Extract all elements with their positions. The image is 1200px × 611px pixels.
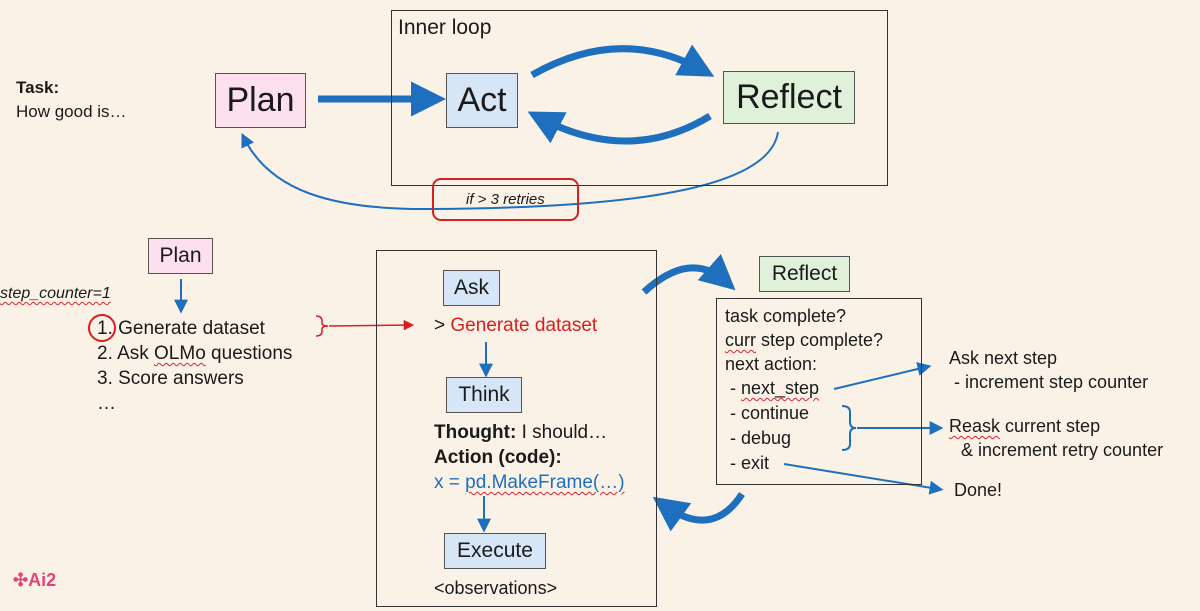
outcome-next-step: Ask next step — [949, 348, 1058, 368]
step-ellipsis: … — [97, 393, 116, 414]
outcome-next-step-detail: - increment step counter — [949, 372, 1149, 392]
reflect-box-bottom: Reflect — [759, 256, 850, 292]
action-label: Action (code): — [434, 447, 562, 468]
task-text: How good is… — [16, 102, 127, 121]
step-3: 3. Score answers — [97, 368, 244, 389]
arrow-act-to-reflect — [530, 44, 715, 79]
reflect-line-5: - continue — [725, 403, 810, 423]
inner-loop-frame — [391, 10, 888, 186]
retry-highlight — [432, 178, 579, 221]
outcome-done: Done! — [954, 480, 1003, 500]
ai2-logo: ✣Ai2 — [13, 570, 57, 590]
action-code: x = pd.MakeFrame(…) — [434, 472, 625, 493]
plan-box-bottom: Plan — [148, 238, 213, 274]
step-counter: step_counter=1 — [0, 285, 111, 302]
arrow-reflect-to-act — [527, 111, 712, 145]
reflect-line-1: task complete? — [725, 306, 847, 326]
ask-task: Generate dataset — [450, 315, 598, 336]
reflect-line-7: - exit — [725, 453, 770, 473]
bracket-continue-debug — [841, 405, 857, 451]
arrow-step-to-ask — [328, 319, 415, 331]
plan-box: Plan — [215, 73, 306, 128]
step-2: 2. Ask OLMo questions — [97, 343, 293, 364]
act-box: Act — [446, 73, 518, 128]
reflect-box: Reflect — [723, 71, 855, 124]
step-highlight-circle — [88, 314, 116, 342]
outcome-reask: Reask current step — [949, 416, 1101, 436]
outcome-reask-detail: & increment retry counter — [961, 440, 1164, 460]
execute-box: Execute — [444, 533, 546, 569]
step-1: 1. Generate dataset — [97, 318, 265, 339]
retry-condition: if > 3 retries — [466, 191, 545, 208]
think-box: Think — [446, 377, 522, 413]
ai2-logo-icon: ✣ — [13, 570, 29, 590]
red-bracket — [315, 315, 329, 337]
reflect-details-frame — [716, 298, 922, 485]
reflect-line-4: - next_step — [725, 378, 820, 398]
ask-box: Ask — [443, 270, 500, 306]
arrow-next-step — [833, 362, 932, 390]
reflect-line-3: next action: — [725, 354, 818, 374]
execution-frame — [376, 250, 657, 607]
reflect-line-6: - debug — [725, 428, 792, 448]
arrow-loop-to-reflect — [641, 253, 736, 295]
observations-text: <observations> — [434, 578, 558, 598]
thought-line: Thought: I should… — [434, 422, 608, 443]
arrow-retry-to-plan — [241, 131, 779, 211]
task-label: Task: — [16, 78, 60, 97]
ask-line: > Generate dataset — [434, 315, 598, 336]
inner-loop-label: Inner loop — [398, 16, 492, 39]
reflect-line-2: curr step complete? — [725, 330, 884, 350]
arrow-reflect-to-loop — [652, 492, 745, 532]
